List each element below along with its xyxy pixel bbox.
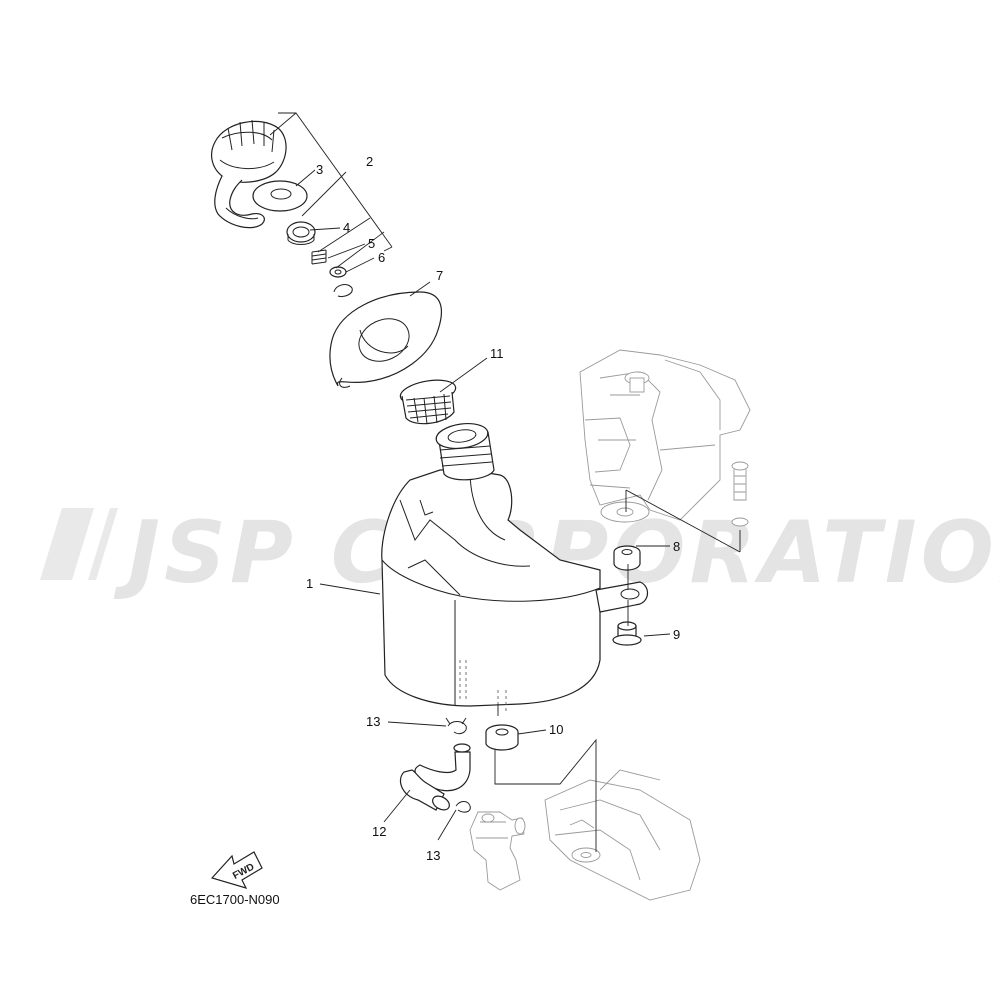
fwd-arrow: FWD	[210, 851, 263, 889]
callout-13-lower: 13	[426, 848, 440, 863]
cap-clip	[333, 284, 353, 297]
cap-spring-5	[311, 249, 327, 265]
fuel-strainer-11	[399, 379, 457, 425]
hose-clip-13-upper	[445, 717, 467, 735]
mount-bolt	[731, 461, 749, 527]
callout-6: 6	[378, 250, 385, 265]
cap-gasket-3	[252, 180, 308, 212]
callout-11: 11	[490, 346, 504, 361]
filler-seal-plate-7	[329, 291, 442, 388]
callout-4: 4	[343, 220, 350, 235]
hose-clip-13-lower	[455, 801, 471, 813]
engine-bracket-ghost-upper	[579, 349, 751, 523]
callout-7: 7	[436, 268, 443, 283]
fuel-tank-1	[381, 422, 649, 712]
part-code: 6EC1700-N090	[190, 892, 280, 907]
fuel-connector	[469, 811, 526, 891]
grommet-10	[485, 724, 519, 751]
callout-8: 8	[673, 539, 680, 554]
leader-lines	[269, 112, 741, 852]
callout-13-upper: 13	[366, 714, 380, 729]
engine-bracket-ghost-lower	[544, 769, 701, 901]
callout-12: 12	[372, 824, 386, 839]
callout-5: 5	[368, 236, 375, 251]
callout-labels: 2 3 4 5 6 7 11 1 8 9 13 10 12 13	[306, 154, 680, 863]
collar-9	[612, 621, 642, 646]
cap-washer-6	[329, 266, 347, 278]
cap-seal-4	[286, 221, 316, 245]
fuel-cap	[211, 119, 287, 229]
watermark-logo-mark	[40, 508, 118, 580]
grommet-8	[613, 545, 641, 571]
callout-3: 3	[316, 162, 323, 177]
callout-10: 10	[549, 722, 563, 737]
callout-1: 1	[306, 576, 313, 591]
callout-9: 9	[673, 627, 680, 642]
callout-2: 2	[366, 154, 373, 169]
fuel-hose-12	[399, 743, 471, 811]
